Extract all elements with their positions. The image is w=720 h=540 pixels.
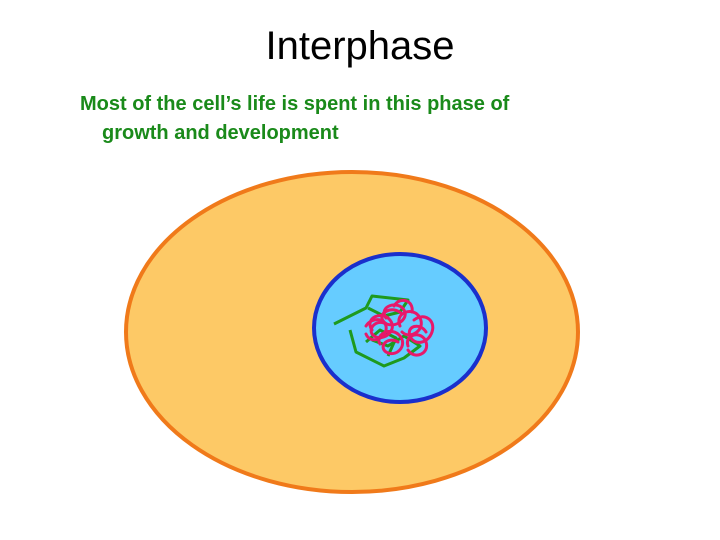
nucleus: [312, 252, 488, 404]
slide-title: Interphase: [265, 24, 455, 68]
slide-body-text: Most of the cell’s life is spent in this…: [80, 90, 640, 148]
body-text-line-2: growth and development: [102, 122, 339, 144]
body-text-line-1: Most of the cell’s life is spent in this…: [80, 93, 510, 115]
chromatin-pink: [364, 298, 435, 357]
